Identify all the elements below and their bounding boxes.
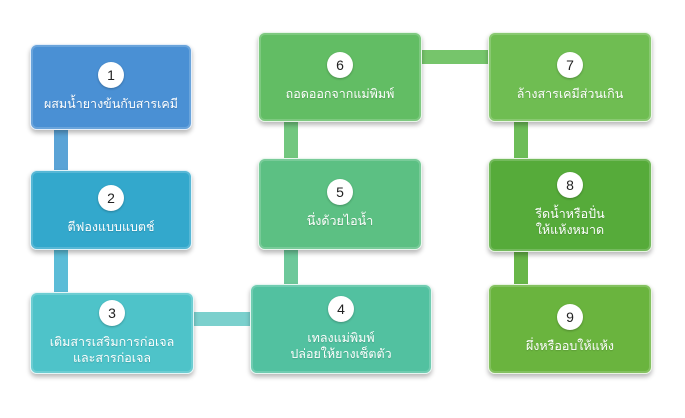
step-7-label-line-1: ล้างสารเคมีส่วนเกิน <box>516 86 624 101</box>
step-2-label-line-1: ตีฟองแบบแบตช์ <box>67 219 155 234</box>
step-2-number: 2 <box>98 185 124 211</box>
connector-8-9 <box>514 250 528 290</box>
connector-6-7 <box>420 50 492 64</box>
step-1-label-line-1: ผสมน้ำยางข้นกับสารเคมี <box>43 96 179 111</box>
step-4-label-line-1: เทลงแม่พิมพ์ <box>307 330 375 345</box>
step-6-label-line-1: ถอดออกจากแม่พิมพ์ <box>285 86 395 101</box>
step-4-number: 4 <box>328 296 354 322</box>
step-5-number: 5 <box>327 179 353 205</box>
step-1-number: 1 <box>98 62 124 88</box>
connector-3-4 <box>190 312 254 326</box>
step-8-label-line-1: รีดน้ำหรือปั่น <box>535 206 605 221</box>
connector-7-8 <box>514 120 528 164</box>
step-6-number: 6 <box>327 52 353 78</box>
connector-1-2 <box>54 128 68 178</box>
step-1-box: 1 ผสมน้ำยางข้นกับสารเคมี <box>30 44 192 130</box>
step-3-number: 3 <box>99 300 125 326</box>
step-2-box: 2 ตีฟองแบบแบตช์ <box>30 170 192 250</box>
step-7-box: 7 ล้างสารเคมีส่วนเกิน <box>488 32 652 122</box>
step-6-box: 6 ถอดออกจากแม่พิมพ์ <box>258 32 422 122</box>
step-9-label-line-1: ผึ่งหรืออบให้แห้ง <box>525 338 615 353</box>
step-8-label-line-2: ให้แห้งหมาด <box>535 222 605 237</box>
step-3-label-line-1: เติมสารเสริมการก่อเจล <box>49 334 175 349</box>
step-4-label-line-2: ปล่อยให้ยางเซ็ตตัว <box>290 346 392 361</box>
step-3-box: 3 เติมสารเสริมการก่อเจล และสารก่อเจล <box>30 292 194 374</box>
step-4-box: 4 เทลงแม่พิมพ์ ปล่อยให้ยางเซ็ตตัว <box>250 284 432 374</box>
step-5-box: 5 นึ่งด้วยไอน้ำ <box>258 158 422 250</box>
step-7-number: 7 <box>557 52 583 78</box>
step-9-box: 9 ผึ่งหรืออบให้แห้ง <box>488 284 652 374</box>
step-5-label-line-1: นึ่งด้วยไอน้ำ <box>306 213 374 228</box>
connector-4-5 <box>284 248 298 292</box>
connector-2-3 <box>54 244 68 298</box>
connector-5-6 <box>284 120 298 164</box>
step-8-number: 8 <box>557 172 583 198</box>
step-8-box: 8 รีดน้ำหรือปั่น ให้แห้งหมาด <box>488 158 652 252</box>
step-3-label-line-2: และสารก่อเจล <box>72 350 152 365</box>
step-9-number: 9 <box>557 304 583 330</box>
